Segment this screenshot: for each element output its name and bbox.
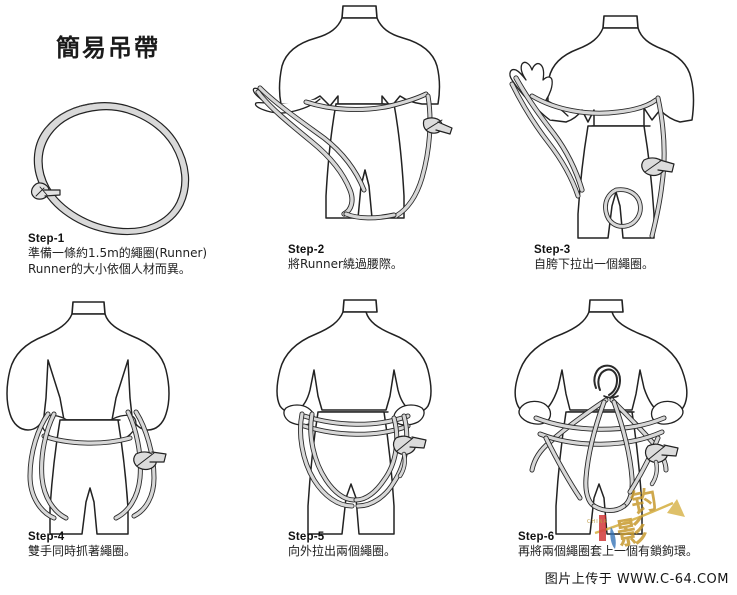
step-caption-1: Step-1 準備一條約1.5m的繩圈(Runner) Runner的大小依個人…	[28, 232, 258, 277]
step-caption-3: Step-3 自胯下拉出一個繩圈。	[534, 243, 737, 273]
step-description-2: 將Runner繞過腰際。	[288, 257, 403, 271]
step-panel-3: Step-3 自胯下拉出一個繩圈。	[492, 0, 737, 297]
step-description-1: 準備一條約1.5m的繩圈(Runner) Runner的大小依個人材而異。	[28, 246, 208, 276]
step-label-6: Step-6	[518, 531, 555, 543]
watermark-upload-text: 图片上传于 WWW.C-64.COM	[544, 572, 729, 587]
step-label-3: Step-3	[534, 244, 571, 256]
step-panel-2: Step-2 將Runner繞過腰際。	[246, 0, 491, 297]
illustration-torso-clip-locking-carabiner	[492, 298, 737, 538]
step-caption-6: Step-6 再將兩個繩圈套上一個有鎖鉤環。	[518, 530, 737, 560]
step-label-4: Step-4	[28, 531, 65, 543]
step-label-2: Step-2	[288, 244, 325, 256]
step-description-3: 自胯下拉出一個繩圈。	[534, 257, 655, 271]
step-description-6: 再將兩個繩圈套上一個有鎖鉤環。	[518, 544, 699, 558]
page-title: 簡易吊帶	[56, 34, 160, 62]
illustration-torso-pull-loop-through-crotch	[492, 0, 737, 240]
step-panel-6: Step-6 再將兩個繩圈套上一個有鎖鉤環。	[492, 298, 737, 595]
step-description-4: 雙手同時抓著繩圈。	[28, 544, 137, 558]
step-label-5: Step-5	[288, 531, 325, 543]
step-caption-2: Step-2 將Runner繞過腰際。	[288, 243, 518, 273]
step-panel-4: Step-4 雙手同時抓著繩圈。	[0, 298, 245, 595]
illustration-torso-pull-two-loops-outward	[246, 298, 491, 538]
step-panel-5: Step-5 向外拉出兩個繩圈。	[246, 298, 491, 595]
step-label-1: Step-1	[28, 233, 65, 245]
illustration-torso-both-hands-hold-loops	[0, 298, 245, 538]
step-caption-4: Step-4 雙手同時抓著繩圈。	[28, 530, 258, 560]
illustration-rope-loop-runner	[0, 0, 245, 240]
step-panel-1: Step-1 準備一條約1.5m的繩圈(Runner) Runner的大小依個人…	[0, 0, 245, 297]
illustration-torso-runner-around-waist	[246, 0, 491, 240]
step-caption-5: Step-5 向外拉出兩個繩圈。	[288, 530, 518, 560]
step-description-5: 向外拉出兩個繩圈。	[288, 544, 397, 558]
